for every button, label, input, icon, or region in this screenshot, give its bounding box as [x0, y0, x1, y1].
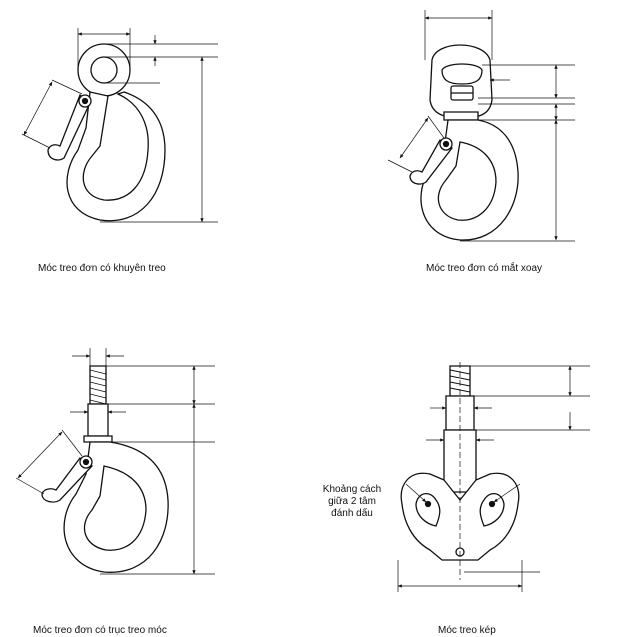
- shank-collar: [84, 436, 112, 442]
- eye-hook-dimensions: [22, 28, 218, 223]
- caption-swivel-hook: Móc treo đơn có mắt xoay: [426, 263, 543, 274]
- caption-double-hook: Móc treo kép: [438, 625, 496, 636]
- latch-arm: [48, 95, 90, 160]
- swivel-hook-dimensions: [388, 10, 575, 241]
- latch-arm: [410, 140, 452, 184]
- annotation-line-1: Khoảng cách: [322, 484, 382, 495]
- swivel-hook-drawing: [410, 45, 518, 240]
- shank-hook-dimensions: [16, 348, 215, 575]
- eye-ring-outer: [78, 44, 130, 96]
- eye-hook-drawing: [48, 44, 165, 221]
- hook-body-outline: [64, 442, 168, 572]
- shank-neck: [88, 404, 108, 436]
- mark-point-left: [426, 502, 431, 507]
- hook-body-outline: [67, 92, 165, 221]
- shank-thread: [90, 370, 106, 404]
- annotation-line-3: đánh dấu: [331, 508, 373, 519]
- mark-point-right: [490, 502, 495, 507]
- annotation-line-2: giữa 2 tâm: [328, 496, 376, 507]
- caption-shank-hook: Móc treo đơn có trục treo móc: [33, 625, 167, 636]
- latch-arm: [42, 458, 92, 502]
- swivel-collar: [444, 112, 478, 120]
- caption-eye-hook: Móc treo đơn có khuyên treo: [38, 263, 166, 274]
- double-hook-dimensions: [397, 365, 590, 592]
- mark-distance-annotation: Khoảng cách giữa 2 tâm đánh dấu: [312, 484, 392, 520]
- shank-hook-drawing: [42, 366, 168, 572]
- swivel-frame: [430, 45, 492, 118]
- double-hook-drawing: [401, 362, 519, 580]
- swivel-window: [442, 64, 482, 84]
- hook-body-outline: [421, 120, 518, 240]
